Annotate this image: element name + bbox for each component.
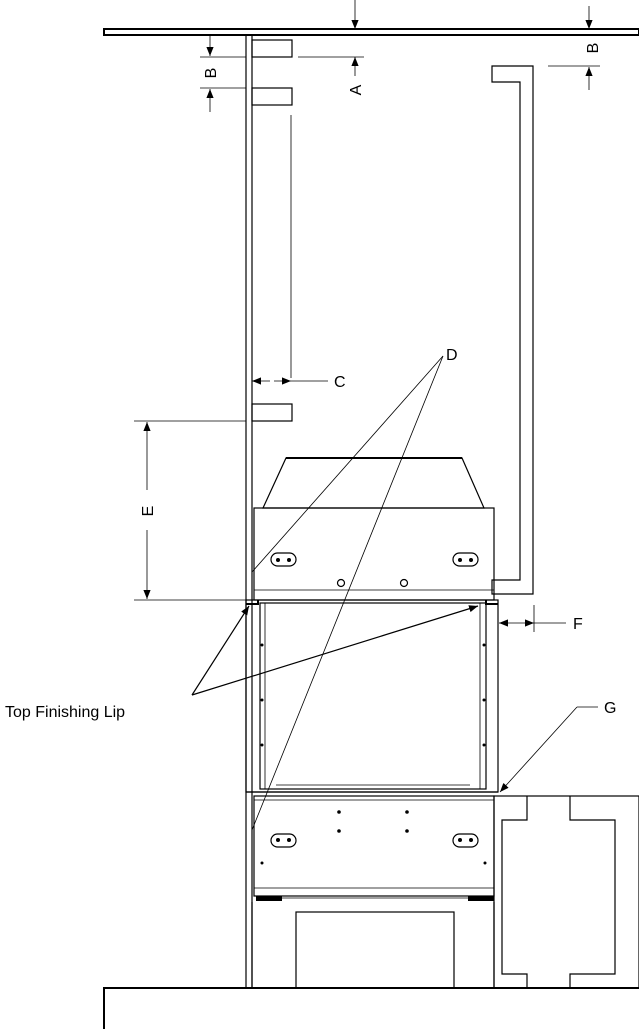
label-top-finishing-lip: Top Finishing Lip	[5, 704, 125, 721]
dimension-b-right: B	[548, 6, 602, 90]
platform	[251, 795, 639, 989]
label-d: D	[446, 347, 458, 364]
label-c: C	[334, 374, 346, 391]
wall	[245, 35, 253, 988]
dimension-c: C	[252, 115, 346, 391]
top-finishing-lips	[246, 600, 498, 605]
label-g: G	[604, 700, 616, 717]
wall-blocks	[251, 39, 293, 422]
floor	[103, 987, 639, 1029]
firebox	[245, 599, 499, 793]
dimension-a: A	[298, 0, 365, 95]
label-b-left: B	[203, 68, 220, 79]
dimension-f: F	[499, 605, 583, 633]
base-panel	[246, 791, 498, 901]
side-return-bracket	[491, 65, 534, 595]
leader-g: G	[499, 700, 616, 793]
label-f: F	[573, 616, 583, 633]
dimension-b-left: B	[200, 36, 246, 112]
leader-top-finishing-lip: Top Finishing Lip	[5, 605, 479, 721]
ceiling	[103, 28, 639, 36]
label-a: A	[348, 84, 365, 95]
dimension-e: E	[134, 420, 246, 601]
label-e: E	[140, 506, 157, 517]
leader-d: D	[251, 347, 458, 831]
label-b-right: B	[585, 43, 602, 54]
